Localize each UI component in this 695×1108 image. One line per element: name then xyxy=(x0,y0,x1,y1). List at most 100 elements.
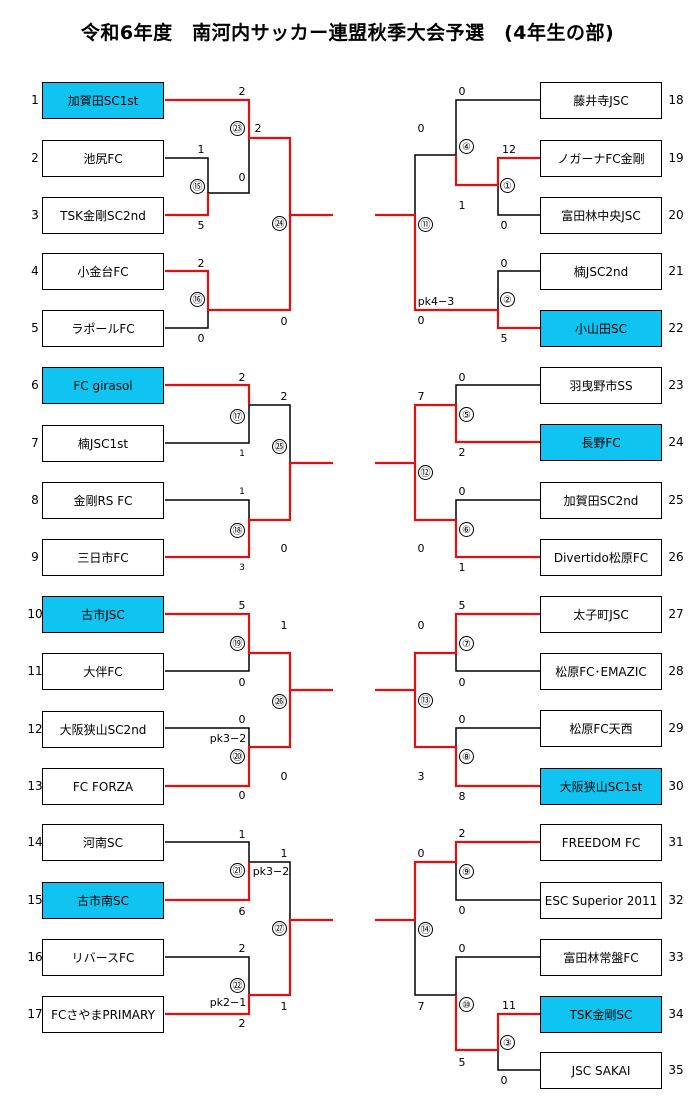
seed-number: 13 xyxy=(27,779,43,793)
match-number: ⑲ xyxy=(230,636,245,651)
seed-number: 32 xyxy=(668,893,684,907)
score: 1 xyxy=(238,828,246,841)
seed-number: 5 xyxy=(31,321,39,335)
match-number: ㉓ xyxy=(230,121,245,136)
match-number: ⑪ xyxy=(418,217,433,232)
team-box: TSK金剛SC2nd xyxy=(42,197,164,234)
score: 0 xyxy=(238,171,246,184)
team-box: 松原FC･EMAZIC xyxy=(540,653,662,690)
score: 0 xyxy=(458,942,466,955)
team-box: FC girasol xyxy=(42,367,164,404)
score: 0 xyxy=(500,219,508,232)
match-number: ⑩ xyxy=(459,997,474,1012)
score: 2 xyxy=(197,257,205,270)
score: 5 xyxy=(238,599,246,612)
team-box: 古市南SC xyxy=(42,882,164,919)
match-number: ⑦ xyxy=(459,636,474,651)
score: 7 xyxy=(417,390,425,403)
team-box: Divertido松原FC xyxy=(540,539,662,576)
score: 0 xyxy=(417,122,425,135)
team-box: 河南SC xyxy=(42,824,164,861)
seed-number: 28 xyxy=(668,664,684,678)
pk-result: pk3−2 xyxy=(252,865,290,878)
seed-number: 7 xyxy=(31,436,39,450)
match-number: ㉔ xyxy=(272,216,287,231)
score: 5 xyxy=(197,219,205,232)
score: 1 xyxy=(197,143,205,156)
score: 1 xyxy=(458,199,466,212)
team-box: 加賀田SC1st xyxy=(42,82,164,119)
team-box: 富田林中央JSC xyxy=(540,197,662,234)
seed-number: 34 xyxy=(668,1007,684,1021)
score: 2 xyxy=(280,390,288,403)
match-number: ⑯ xyxy=(190,292,205,307)
score: 8 xyxy=(458,790,466,803)
match-number: ① xyxy=(500,178,515,193)
team-box: 大阪狭山SC2nd xyxy=(42,711,164,748)
score: 6 xyxy=(238,905,246,918)
seed-number: 15 xyxy=(27,893,43,907)
score: 0 xyxy=(458,713,466,726)
team-box: JSC SAKAI xyxy=(540,1052,662,1089)
match-number: ⑬ xyxy=(418,693,433,708)
score: 2 xyxy=(458,446,466,459)
seed-number: 24 xyxy=(668,435,684,449)
match-number: ⑥ xyxy=(459,522,474,537)
score: 0 xyxy=(238,676,246,689)
score: 0 xyxy=(500,1074,508,1087)
team-box: 藤井寺JSC xyxy=(540,82,662,119)
seed-number: 10 xyxy=(27,607,43,621)
seed-number: 27 xyxy=(668,607,684,621)
seed-number: 35 xyxy=(668,1063,684,1077)
score: 0 xyxy=(417,619,425,632)
seed-number: 17 xyxy=(27,1007,43,1021)
score: 5 xyxy=(458,599,466,612)
score: 1 xyxy=(239,487,245,497)
seed-number: 31 xyxy=(668,835,684,849)
match-number: ⑮ xyxy=(190,179,205,194)
score: 2 xyxy=(238,942,246,955)
team-box: ノガーナFC金剛 xyxy=(540,140,662,177)
score: 1 xyxy=(280,619,288,632)
score: 1 xyxy=(458,561,466,574)
seed-number: 12 xyxy=(27,722,43,736)
score: 5 xyxy=(500,332,508,345)
score: 0 xyxy=(238,713,246,726)
seed-number: 30 xyxy=(668,779,684,793)
team-box: ESC Superior 2011 xyxy=(540,882,662,919)
score: 0 xyxy=(280,542,288,555)
seed-number: 4 xyxy=(31,264,39,278)
seed-number: 1 xyxy=(31,93,39,107)
seed-number: 26 xyxy=(668,550,684,564)
seed-number: 9 xyxy=(31,550,39,564)
match-number: ㉖ xyxy=(272,694,287,709)
score: 2 xyxy=(238,371,246,384)
score: 0 xyxy=(458,85,466,98)
team-box: 小山田SC xyxy=(540,310,662,347)
match-number: ⑤ xyxy=(459,407,474,422)
seed-number: 14 xyxy=(27,835,43,849)
score: 3 xyxy=(417,770,425,783)
team-box: 太子町JSC xyxy=(540,596,662,633)
score: 0 xyxy=(417,847,425,860)
score: 1 xyxy=(280,1000,288,1013)
score: 2 xyxy=(238,85,246,98)
team-box: 松原FC天西 xyxy=(540,710,662,747)
seed-number: 21 xyxy=(668,264,684,278)
team-box: 大阪狭山SC1st xyxy=(540,768,662,805)
team-box: 古市JSC xyxy=(42,596,164,633)
score: 12 xyxy=(502,143,516,156)
score: 2 xyxy=(238,1017,246,1030)
team-box: 池尻FC xyxy=(42,140,164,177)
team-box: 富田林常盤FC xyxy=(540,939,662,976)
team-box: 大伴FC xyxy=(42,653,164,690)
team-box: 三日市FC xyxy=(42,539,164,576)
match-number: ③ xyxy=(500,1035,515,1050)
seed-number: 3 xyxy=(31,208,39,222)
seed-number: 8 xyxy=(31,493,39,507)
team-box: 小金台FC xyxy=(42,253,164,290)
score: 1 xyxy=(280,847,288,860)
score: 0 xyxy=(417,314,425,327)
pk-result: pk3−2 xyxy=(209,732,247,745)
score: 0 xyxy=(280,770,288,783)
